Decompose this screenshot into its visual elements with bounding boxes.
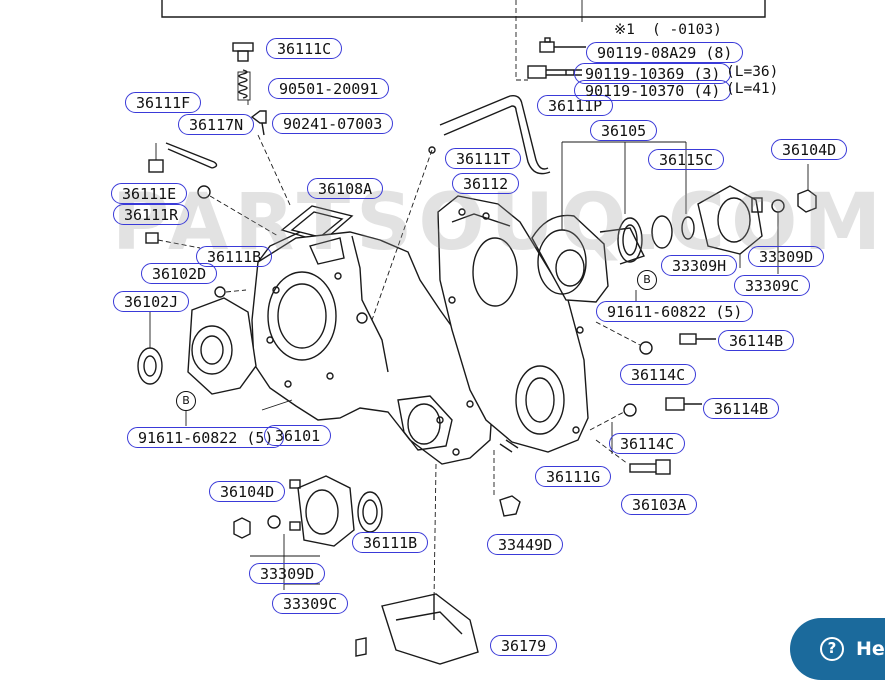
- callout-36111T[interactable]: 36111T: [445, 148, 522, 169]
- callout-36111C[interactable]: 36111C: [266, 38, 343, 59]
- callout-36105[interactable]: 36105: [590, 120, 658, 141]
- callout-36114C-lower[interactable]: 36114C: [609, 433, 686, 454]
- callout-90501-20091[interactable]: 90501-20091: [268, 78, 390, 99]
- drain-plugs: [145, 143, 279, 249]
- callout-36117N[interactable]: 36117N: [178, 114, 255, 135]
- callout-33449D[interactable]: 33449D: [487, 534, 564, 555]
- breather-hose: [439, 94, 551, 175]
- callout-36112[interactable]: 36112: [452, 173, 520, 194]
- plug-spring-breather: [232, 42, 291, 206]
- callout-36101[interactable]: 36101: [264, 425, 332, 446]
- note-range: ( -0103): [652, 22, 722, 38]
- callout-36102D[interactable]: 36102D: [141, 263, 218, 284]
- callout-36115C[interactable]: 36115C: [648, 149, 725, 170]
- callout-36114C-upper[interactable]: 36114C: [620, 364, 697, 385]
- callout-33309C-lower[interactable]: 33309C: [272, 593, 349, 614]
- help-button-label: He: [856, 638, 885, 660]
- callout-33309C-right[interactable]: 33309C: [734, 275, 811, 296]
- callout-90241-07003[interactable]: 90241-07003: [272, 113, 394, 134]
- callout-90119-10370[interactable]: 90119-10370 (4): [574, 80, 732, 101]
- callout-91611-60822-left[interactable]: 91611-60822 (5): [127, 427, 285, 448]
- skid-plate: [355, 593, 479, 665]
- flange-front: [233, 475, 383, 590]
- marker-b-left: B: [176, 391, 196, 411]
- callout-33309D-right[interactable]: 33309D: [748, 246, 825, 267]
- callout-36179[interactable]: 36179: [490, 635, 558, 656]
- callout-36114B-upper[interactable]: 36114B: [718, 330, 795, 351]
- marker-b-right: B: [637, 270, 657, 290]
- front-cover: [187, 286, 257, 395]
- callout-36111F[interactable]: 36111F: [125, 92, 202, 113]
- rear-cover: [437, 195, 589, 453]
- callout-33309D-lower[interactable]: 33309D: [249, 563, 326, 584]
- callout-36111E[interactable]: 36111E: [111, 183, 188, 204]
- callout-36103A[interactable]: 36103A: [621, 494, 698, 515]
- callout-33309H[interactable]: 33309H: [661, 255, 738, 276]
- length-note-36: (L=36): [726, 64, 779, 80]
- callout-36111G[interactable]: 36111G: [535, 466, 612, 487]
- callout-36114B-lower[interactable]: 36114B: [703, 398, 780, 419]
- callout-36108A[interactable]: 36108A: [307, 178, 384, 199]
- note-marker: ※1: [614, 22, 635, 38]
- callout-36111R[interactable]: 36111R: [113, 204, 190, 225]
- callout-91611-60822-right[interactable]: 91611-60822 (5): [596, 301, 754, 322]
- callout-90119-08A29[interactable]: 90119-08A29 (8): [586, 42, 744, 63]
- length-note-41: (L=41): [726, 81, 779, 97]
- help-button[interactable]: ? He: [790, 618, 885, 680]
- callout-36104D-right[interactable]: 36104D: [771, 139, 848, 160]
- question-mark-icon: ?: [820, 637, 844, 661]
- callout-36111B-lower[interactable]: 36111B: [352, 532, 429, 553]
- callout-36111B-top[interactable]: 36111B: [196, 246, 273, 267]
- bolts-right: [589, 321, 716, 475]
- flange-right: [697, 164, 817, 274]
- callout-36102J[interactable]: 36102J: [113, 291, 190, 312]
- callout-36104D-lower[interactable]: 36104D: [209, 481, 286, 502]
- callout-90119-10369[interactable]: 90119-10369 (3): [574, 63, 732, 84]
